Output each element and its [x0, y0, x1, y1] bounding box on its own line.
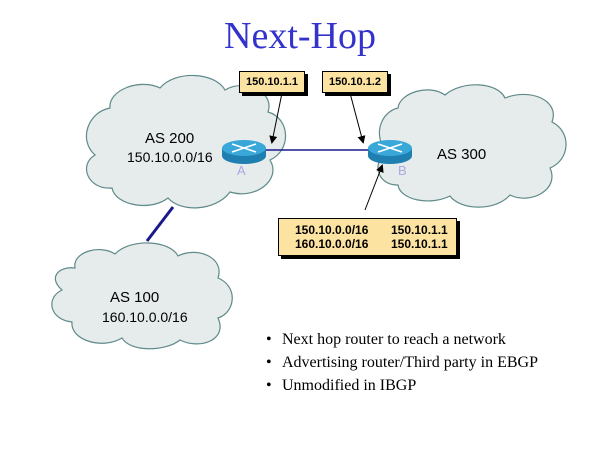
- next-hop-label-a: 150.10.1.1: [239, 71, 305, 93]
- arrow-nh2: [349, 92, 366, 144]
- bullet-icon: •: [266, 354, 272, 371]
- routing-table-row: 160.10.0.0/16 150.10.1.1: [295, 237, 448, 251]
- router-b-label: B: [398, 163, 407, 178]
- arrow-nh1: [269, 92, 283, 144]
- next-hop-label-b: 150.10.1.2: [322, 71, 388, 93]
- route-network: 150.10.0.0/16: [295, 223, 369, 237]
- route-network: 160.10.0.0/16: [295, 237, 369, 251]
- cloud-as100: [51, 242, 233, 350]
- as100-name: AS 100: [110, 289, 160, 306]
- as100-prefix: 160.10.0.0/16: [102, 309, 188, 325]
- routing-table-row: 150.10.0.0/16 150.10.1.1: [295, 223, 448, 237]
- bullet-icon: •: [266, 331, 272, 348]
- bullet-list: •Next hop router to reach a network •Adv…: [266, 328, 538, 397]
- router-b-icon: [368, 140, 412, 164]
- bullet-icon: •: [266, 377, 272, 394]
- route-next-hop: 150.10.1.1: [391, 223, 448, 237]
- bullet-item: •Next hop router to reach a network: [266, 328, 538, 351]
- page-title: Next-Hop: [224, 15, 376, 57]
- as200-prefix: 150.10.0.0/16: [127, 149, 213, 165]
- as200-name: AS 200: [145, 130, 195, 147]
- arrow-table: [364, 164, 384, 211]
- router-a-label: A: [237, 163, 246, 178]
- bullet-item: •Advertising router/Third party in EBGP: [266, 351, 538, 374]
- as300-name: AS 300: [437, 146, 487, 163]
- route-next-hop: 150.10.1.1: [391, 237, 448, 251]
- cloud-as200: [85, 74, 287, 209]
- link-as200-as100: [145, 206, 175, 242]
- bullet-item: •Unmodified in IBGP: [266, 374, 538, 397]
- router-a-icon: [222, 140, 266, 164]
